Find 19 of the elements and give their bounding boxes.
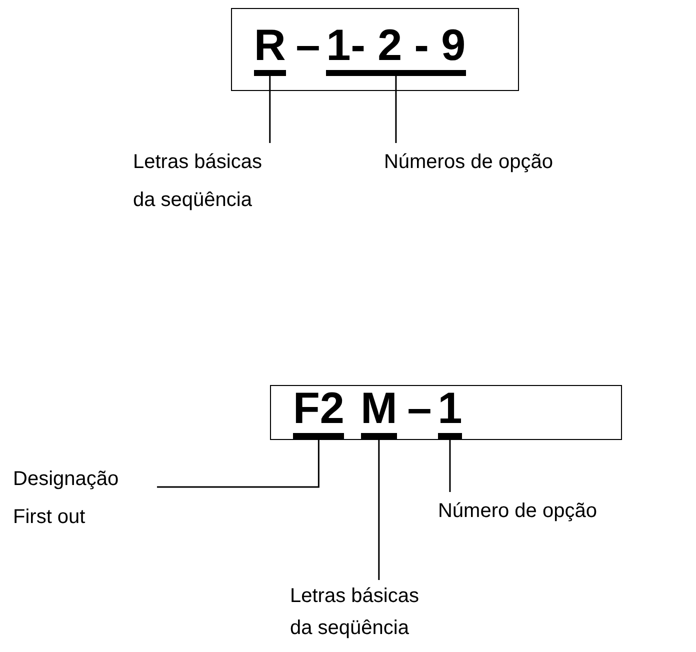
leader-line [269,76,271,143]
code-segment: M [360,386,398,438]
code-frame [231,8,519,91]
code-frame [270,385,622,440]
callout-text: Letras básicas da seqüência [290,580,440,644]
code-segment: F2 [293,386,344,438]
code-segment: 1 [438,386,462,438]
separator-dash: – [294,24,322,68]
separator-dash: – [406,386,433,430]
leader-line [449,438,451,492]
callout-text: Número de opção [438,492,678,530]
leader-line [395,76,397,143]
leader-line [157,438,320,488]
callout-text: Letras básicas da seqüência [133,143,283,219]
callout-text: Designação First out [13,460,153,536]
code-segment: 1- 2 - 9 [326,24,466,76]
callout-text: Números de opção [384,143,584,181]
code-segment: R [254,24,286,76]
leader-line [378,438,380,580]
